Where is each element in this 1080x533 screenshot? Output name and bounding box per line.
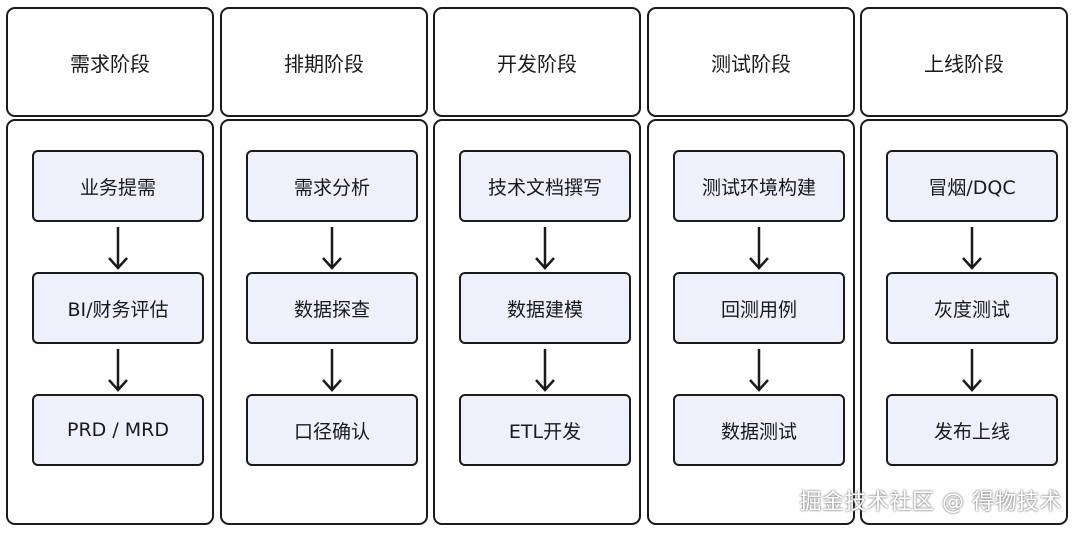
stage-column-launch: 上线阶段 冒烟/DQC 灰度测试 发布上线 [860, 0, 1072, 533]
down-arrow-icon [749, 349, 769, 392]
step-box: 回测用例 [673, 272, 845, 344]
step-box: 数据建模 [459, 272, 631, 344]
stage-title: 测试阶段 [647, 7, 855, 117]
step-box: 测试环境构建 [673, 150, 845, 222]
step-box: 口径确认 [246, 394, 418, 466]
stage-column-testing: 测试阶段 测试环境构建 回测用例 数据测试 [647, 0, 859, 533]
step-box: ETL开发 [459, 394, 631, 466]
step-box: 数据测试 [673, 394, 845, 466]
stage-title: 排期阶段 [220, 7, 428, 117]
stage-title: 需求阶段 [6, 7, 214, 117]
stage-column-requirements: 需求阶段 业务提需 BI/财务评估 PRD / MRD [6, 0, 218, 533]
stage-column-scheduling: 排期阶段 需求分析 数据探查 口径确认 [220, 0, 432, 533]
step-box: 业务提需 [32, 150, 204, 222]
down-arrow-icon [749, 227, 769, 270]
down-arrow-icon [535, 349, 555, 392]
step-box: 冒烟/DQC [886, 150, 1058, 222]
down-arrow-icon [322, 349, 342, 392]
stage-title: 上线阶段 [860, 7, 1068, 117]
down-arrow-icon [108, 349, 128, 392]
down-arrow-icon [535, 227, 555, 270]
step-box: 技术文档撰写 [459, 150, 631, 222]
step-box: 需求分析 [246, 150, 418, 222]
step-box: 灰度测试 [886, 272, 1058, 344]
watermark: 掘金技术社区 @ 得物技术 [799, 490, 1062, 515]
down-arrow-icon [962, 349, 982, 392]
step-box: PRD / MRD [32, 394, 204, 466]
step-box: BI/财务评估 [32, 272, 204, 344]
down-arrow-icon [322, 227, 342, 270]
down-arrow-icon [108, 227, 128, 270]
step-box: 发布上线 [886, 394, 1058, 466]
stage-title: 开发阶段 [433, 7, 641, 117]
stage-column-development: 开发阶段 技术文档撰写 数据建模 ETL开发 [433, 0, 645, 533]
step-box: 数据探查 [246, 272, 418, 344]
down-arrow-icon [962, 227, 982, 270]
